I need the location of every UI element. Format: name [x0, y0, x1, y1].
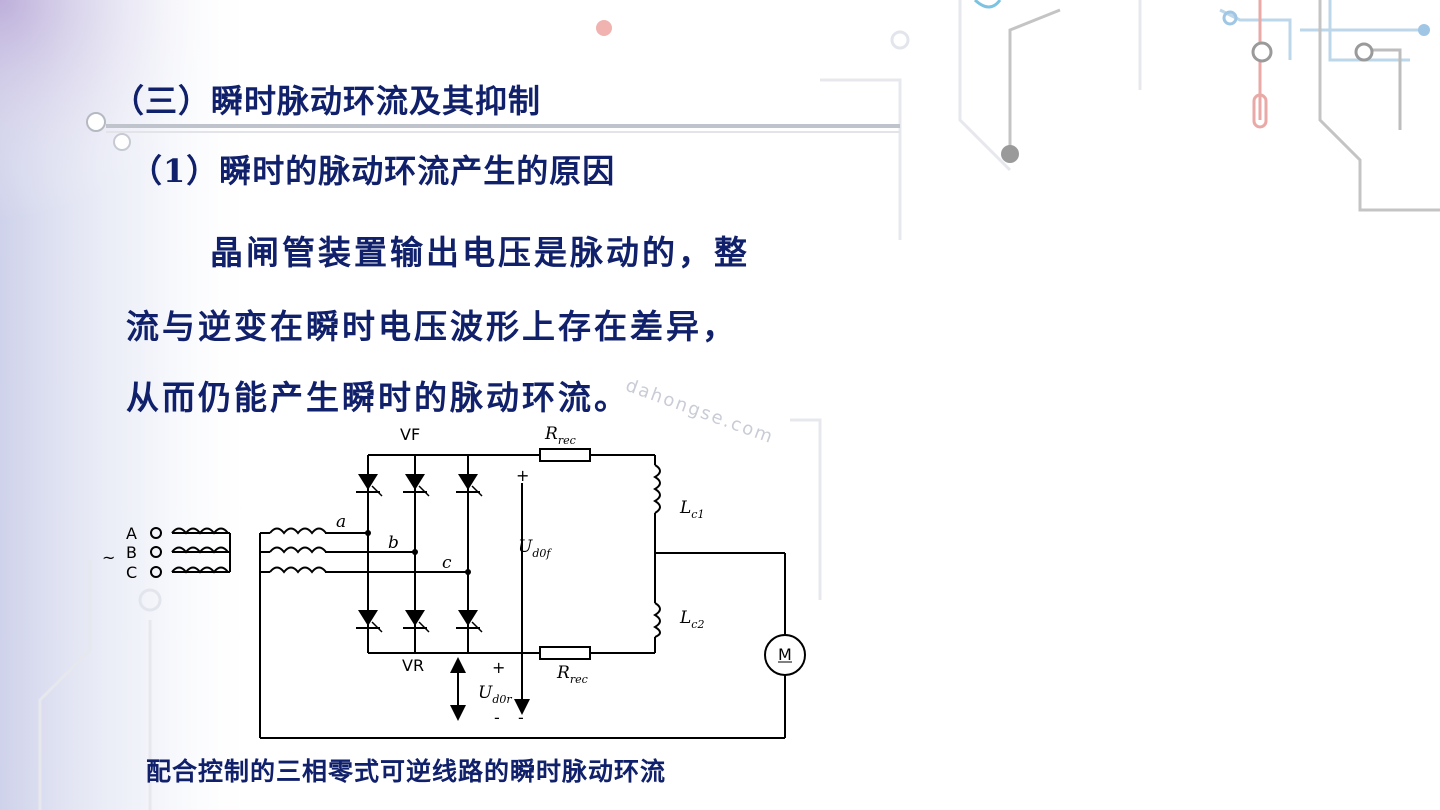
r-rec-top-label: Rrec: [544, 424, 576, 447]
body-text-line-2: 流与逆变在瞬时电压波形上存在差异，: [126, 307, 738, 346]
phase-b-label: B: [126, 543, 137, 562]
r-rec-bottom-label: Rrec: [556, 663, 588, 686]
lc2-label: Lc2: [679, 608, 704, 631]
ud0f-plus: +: [516, 466, 529, 485]
thyristors-vf: [355, 473, 483, 497]
figure-caption: 配合控制的三相零式可逆线路的瞬时脉动环流: [146, 757, 667, 786]
phase-a-label: A: [126, 524, 137, 543]
node-b-label: b: [388, 533, 399, 553]
section-subtitle: （1）瞬时的脉动环流产生的原因: [130, 152, 616, 190]
node-c-label: c: [442, 553, 452, 573]
lc1-label: Lc1: [679, 498, 704, 521]
thyristors-vr: [355, 609, 483, 633]
node-a-label: a: [336, 512, 346, 532]
slide-title: （三）瞬时脉动环流及其抑制: [112, 82, 542, 120]
ud0f-minus: -: [518, 708, 524, 727]
body-text-line-1: 晶闸管装置输出电压是脉动的，整: [210, 233, 750, 272]
body-text-line-3: 从而仍能产生瞬时的脉动环流。: [126, 378, 630, 417]
motor-label: M: [778, 645, 792, 664]
ud0r-plus: +: [492, 658, 505, 677]
ud0r-label: Ud0r: [478, 683, 512, 706]
phase-c-label: C: [126, 563, 137, 582]
circuit-diagram: VF VR A B C ~ a b c Rrec Rrec Lc1 Lc2 Ud…: [102, 424, 806, 739]
ud0r-minus: -: [494, 708, 500, 727]
vf-label: VF: [400, 425, 420, 444]
ac-source-symbol: ~: [102, 548, 115, 567]
ud0f-label: Ud0f: [518, 537, 552, 560]
vr-label: VR: [402, 656, 424, 675]
